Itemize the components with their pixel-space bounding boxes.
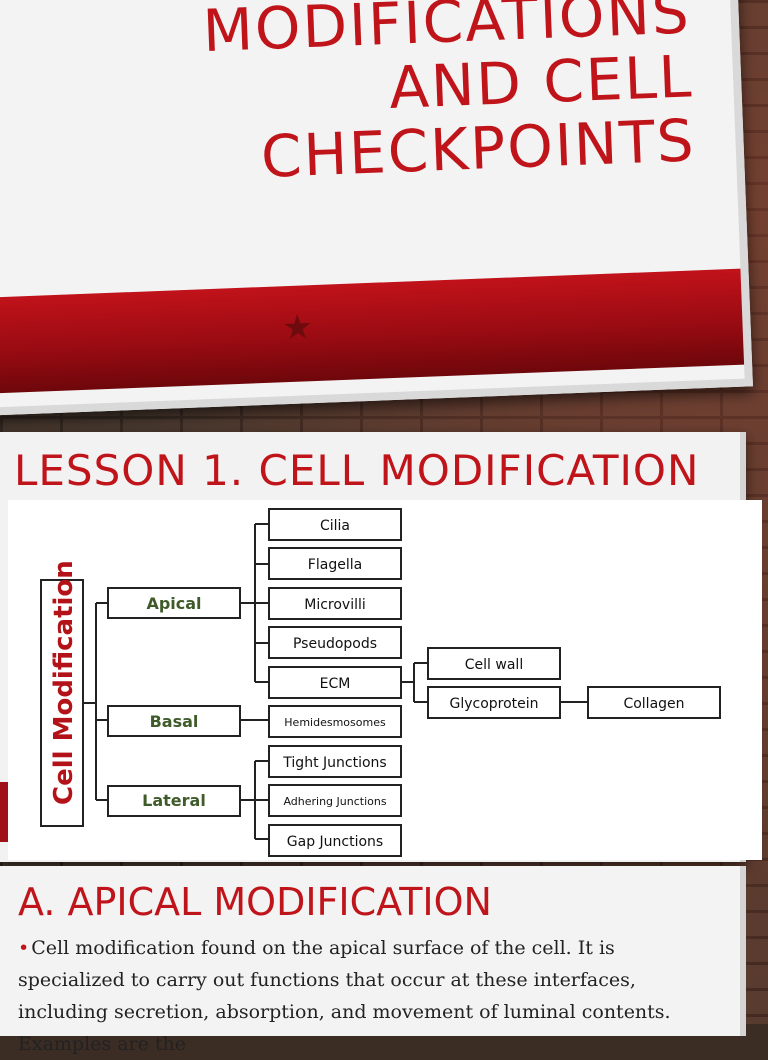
- item-glycoprotein: Glycoprotein: [449, 696, 538, 712]
- red-band: [0, 269, 744, 394]
- apical-body: •Cell modification found on the apical s…: [18, 932, 688, 1060]
- lateral-connectors: [240, 761, 269, 839]
- lesson-title: LESSON 1. CELL MODIFICATION: [14, 446, 699, 495]
- item-gap-junctions: Gap Junctions: [287, 834, 383, 850]
- root-label: Cell Modification: [49, 560, 79, 805]
- item-flagella: Flagella: [308, 557, 362, 573]
- slide1-title: MODIFICATIONS AND CELL CHECKPOINTS: [50, 0, 697, 197]
- item-hemidesmosomes: Hemidesmosomes: [284, 716, 386, 729]
- item-adhering-junctions: Adhering Junctions: [283, 795, 386, 808]
- ecm-connectors: [401, 663, 428, 702]
- item-microvilli: Microvilli: [304, 597, 366, 613]
- apical-connectors: [240, 524, 269, 682]
- root-connectors: [83, 603, 108, 800]
- bullet-icon: •: [18, 937, 29, 959]
- apical-bullet-text: Cell modification found on the apical su…: [18, 937, 671, 1055]
- item-cell-wall: Cell wall: [465, 657, 523, 673]
- item-tight-junctions: Tight Junctions: [282, 755, 386, 771]
- diagram-svg: Cell Modification Apical Basal Lateral C…: [8, 500, 762, 860]
- item-pseudopods: Pseudopods: [293, 636, 377, 652]
- category-basal: Basal: [150, 712, 199, 731]
- apical-title: A. APICAL MODIFICATION: [18, 880, 492, 924]
- slide-apical-card[interactable]: A. APICAL MODIFICATION •Cell modificatio…: [0, 866, 746, 1036]
- category-lateral: Lateral: [142, 791, 206, 810]
- item-ecm: ECM: [320, 676, 351, 692]
- category-apical: Apical: [146, 594, 201, 613]
- item-collagen: Collagen: [623, 696, 684, 712]
- slide-title-card[interactable]: MODIFICATIONS AND CELL CHECKPOINTS ★: [0, 0, 753, 416]
- star-icon: ★: [282, 310, 314, 345]
- cell-modification-diagram: Cell Modification Apical Basal Lateral C…: [8, 500, 762, 860]
- item-cilia: Cilia: [320, 518, 350, 534]
